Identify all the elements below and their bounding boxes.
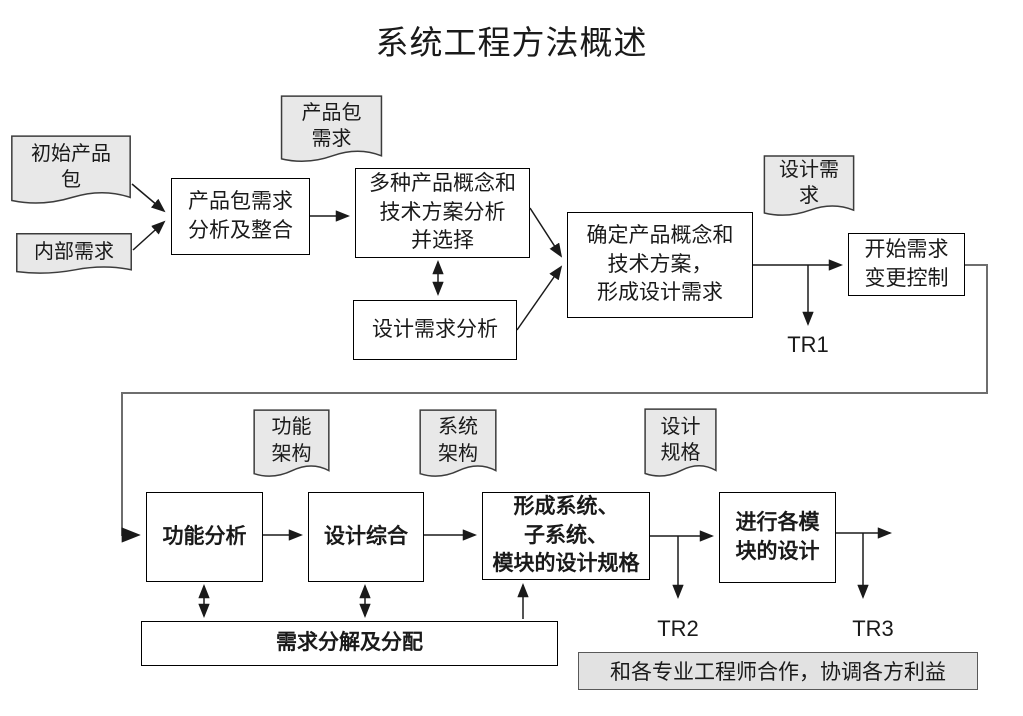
arrow-concept-selection-to-confirm: [529, 207, 563, 258]
process-label-line: 技术方案，: [607, 252, 713, 276]
doc-label-line: 设计需: [779, 158, 839, 181]
process-design-req-analysis: 设计需求分析: [353, 300, 517, 360]
process-functional-analysis: 功能分析: [146, 492, 263, 582]
process-label-line: 并选择: [411, 229, 474, 253]
milestone-tr3: TR3: [852, 616, 894, 641]
doc-label: 产品包 需求: [280, 95, 383, 157]
arrow-design-req-analysis-to-confirm: [516, 265, 563, 331]
doc-label-line: 架构: [438, 442, 478, 465]
doc-label-line: 初始产品: [31, 142, 111, 165]
process-label-line: 功能分析: [162, 524, 247, 548]
doc-functional-architecture: 功能 架构: [253, 409, 330, 486]
process-label-line: 形成设计需求: [597, 281, 723, 305]
process-confirm-concept: 确定产品概念和 技术方案， 形成设计需求: [567, 212, 753, 318]
doc-initial-product-package: 初始产品 包: [10, 135, 132, 213]
process-label-line: 设计需求分析: [372, 317, 498, 341]
page-title: 系统工程方法概述: [375, 24, 648, 61]
arrow-initial-package-to-analysis: [131, 183, 166, 213]
process-label-line: 模块的设计规格: [492, 552, 640, 576]
milestone-tr1: TR1: [787, 332, 829, 357]
doc-label-line: 产品包: [301, 101, 362, 124]
doc-label: 设计 规格: [644, 408, 717, 472]
document-shape-icon: [280, 95, 383, 171]
doc-label: 系统 架构: [419, 409, 497, 472]
process-label-line: 多种产品概念和: [369, 172, 516, 196]
process-change-control: 开始需求 变更控制: [848, 233, 965, 296]
document-shape-icon: [10, 135, 132, 213]
doc-label-line: 功能: [271, 416, 312, 439]
process-label-line: 子系统、: [524, 523, 608, 547]
process-design-synthesis: 设计综合: [308, 492, 424, 582]
doc-label-line: 系统: [438, 416, 478, 439]
process-label-line: 设计综合: [324, 524, 408, 548]
process-package-req-analysis: 产品包需求 分析及整合: [171, 178, 310, 255]
process-module-design: 进行各模 块的设计: [719, 492, 836, 583]
milestone-tr2: TR2: [657, 616, 699, 641]
doc-internal-requirements: 内部需求: [15, 233, 133, 279]
doc-label-line: 需求: [311, 128, 352, 151]
doc-label: 初始产品 包: [10, 135, 132, 199]
process-label-line: 需求分解及分配: [276, 631, 423, 655]
doc-label-line: 内部需求: [34, 240, 114, 263]
process-label-line: 块的设计: [735, 539, 820, 563]
doc-design-specification: 设计 规格: [644, 408, 717, 486]
process-label-line: 进行各模: [735, 510, 820, 534]
doc-product-package-requirements: 产品包 需求: [280, 95, 383, 171]
doc-label: 内部需求: [15, 233, 133, 271]
process-label-line: 技术方案分析: [379, 200, 506, 224]
process-label-line: 分析及整合: [188, 218, 293, 242]
process-form-design-specs: 形成系统、 子系统、 模块的设计规格: [482, 492, 650, 580]
doc-label-line: 规格: [660, 441, 701, 464]
doc-label: 功能 架构: [253, 409, 330, 472]
process-req-decomposition: 需求分解及分配: [141, 621, 558, 666]
doc-label-line: 设计: [660, 415, 701, 438]
process-label-line: 产品包需求: [188, 189, 293, 213]
note-collaboration: 和各专业工程师合作，协调各方利益: [578, 652, 978, 690]
process-label-line: 确定产品概念和: [586, 224, 734, 248]
doc-label-line: 架构: [271, 442, 312, 465]
doc-system-architecture: 系统 架构: [419, 409, 497, 486]
doc-design-requirements: 设计需 求: [763, 155, 855, 224]
process-label-line: 开始需求: [864, 237, 949, 261]
process-concept-selection: 多种产品概念和 技术方案分析 并选择: [355, 168, 530, 258]
doc-label: 设计需 求: [763, 155, 855, 212]
arrow-internal-req-to-analysis: [132, 220, 166, 251]
process-label-line: 变更控制: [864, 266, 949, 290]
doc-label-line: 包: [61, 168, 81, 191]
document-shape-icon: [763, 155, 855, 224]
doc-label-line: 求: [799, 185, 819, 208]
process-label-line: 形成系统、: [513, 495, 619, 519]
